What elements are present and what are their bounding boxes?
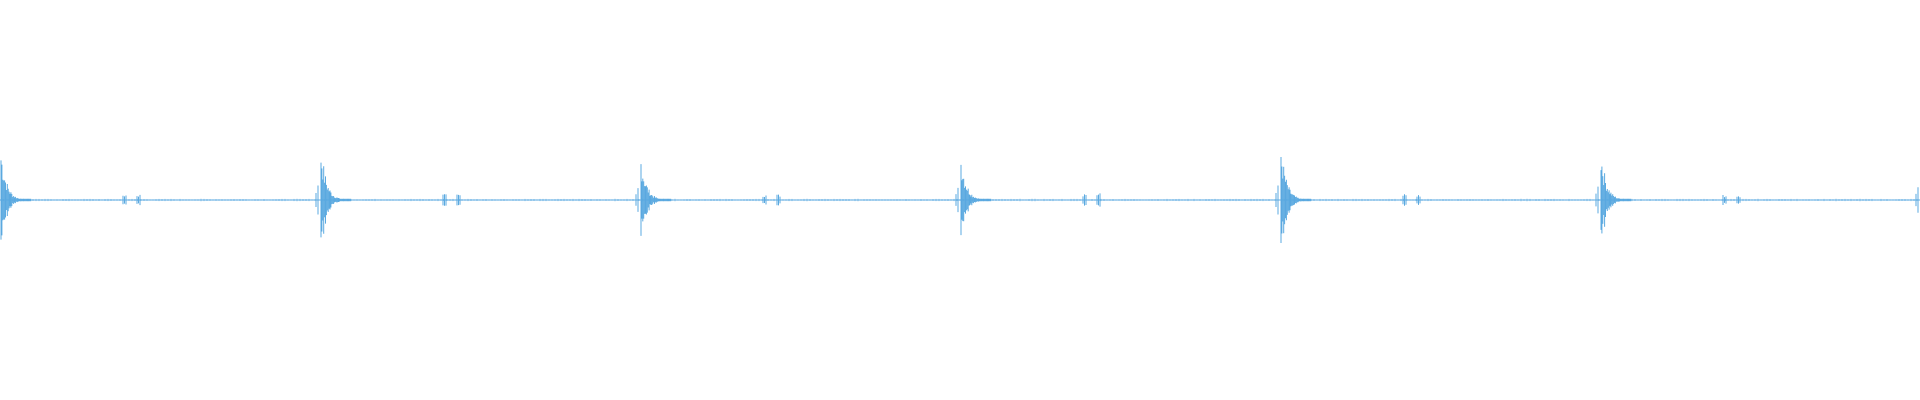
waveform-marks xyxy=(0,157,1919,243)
